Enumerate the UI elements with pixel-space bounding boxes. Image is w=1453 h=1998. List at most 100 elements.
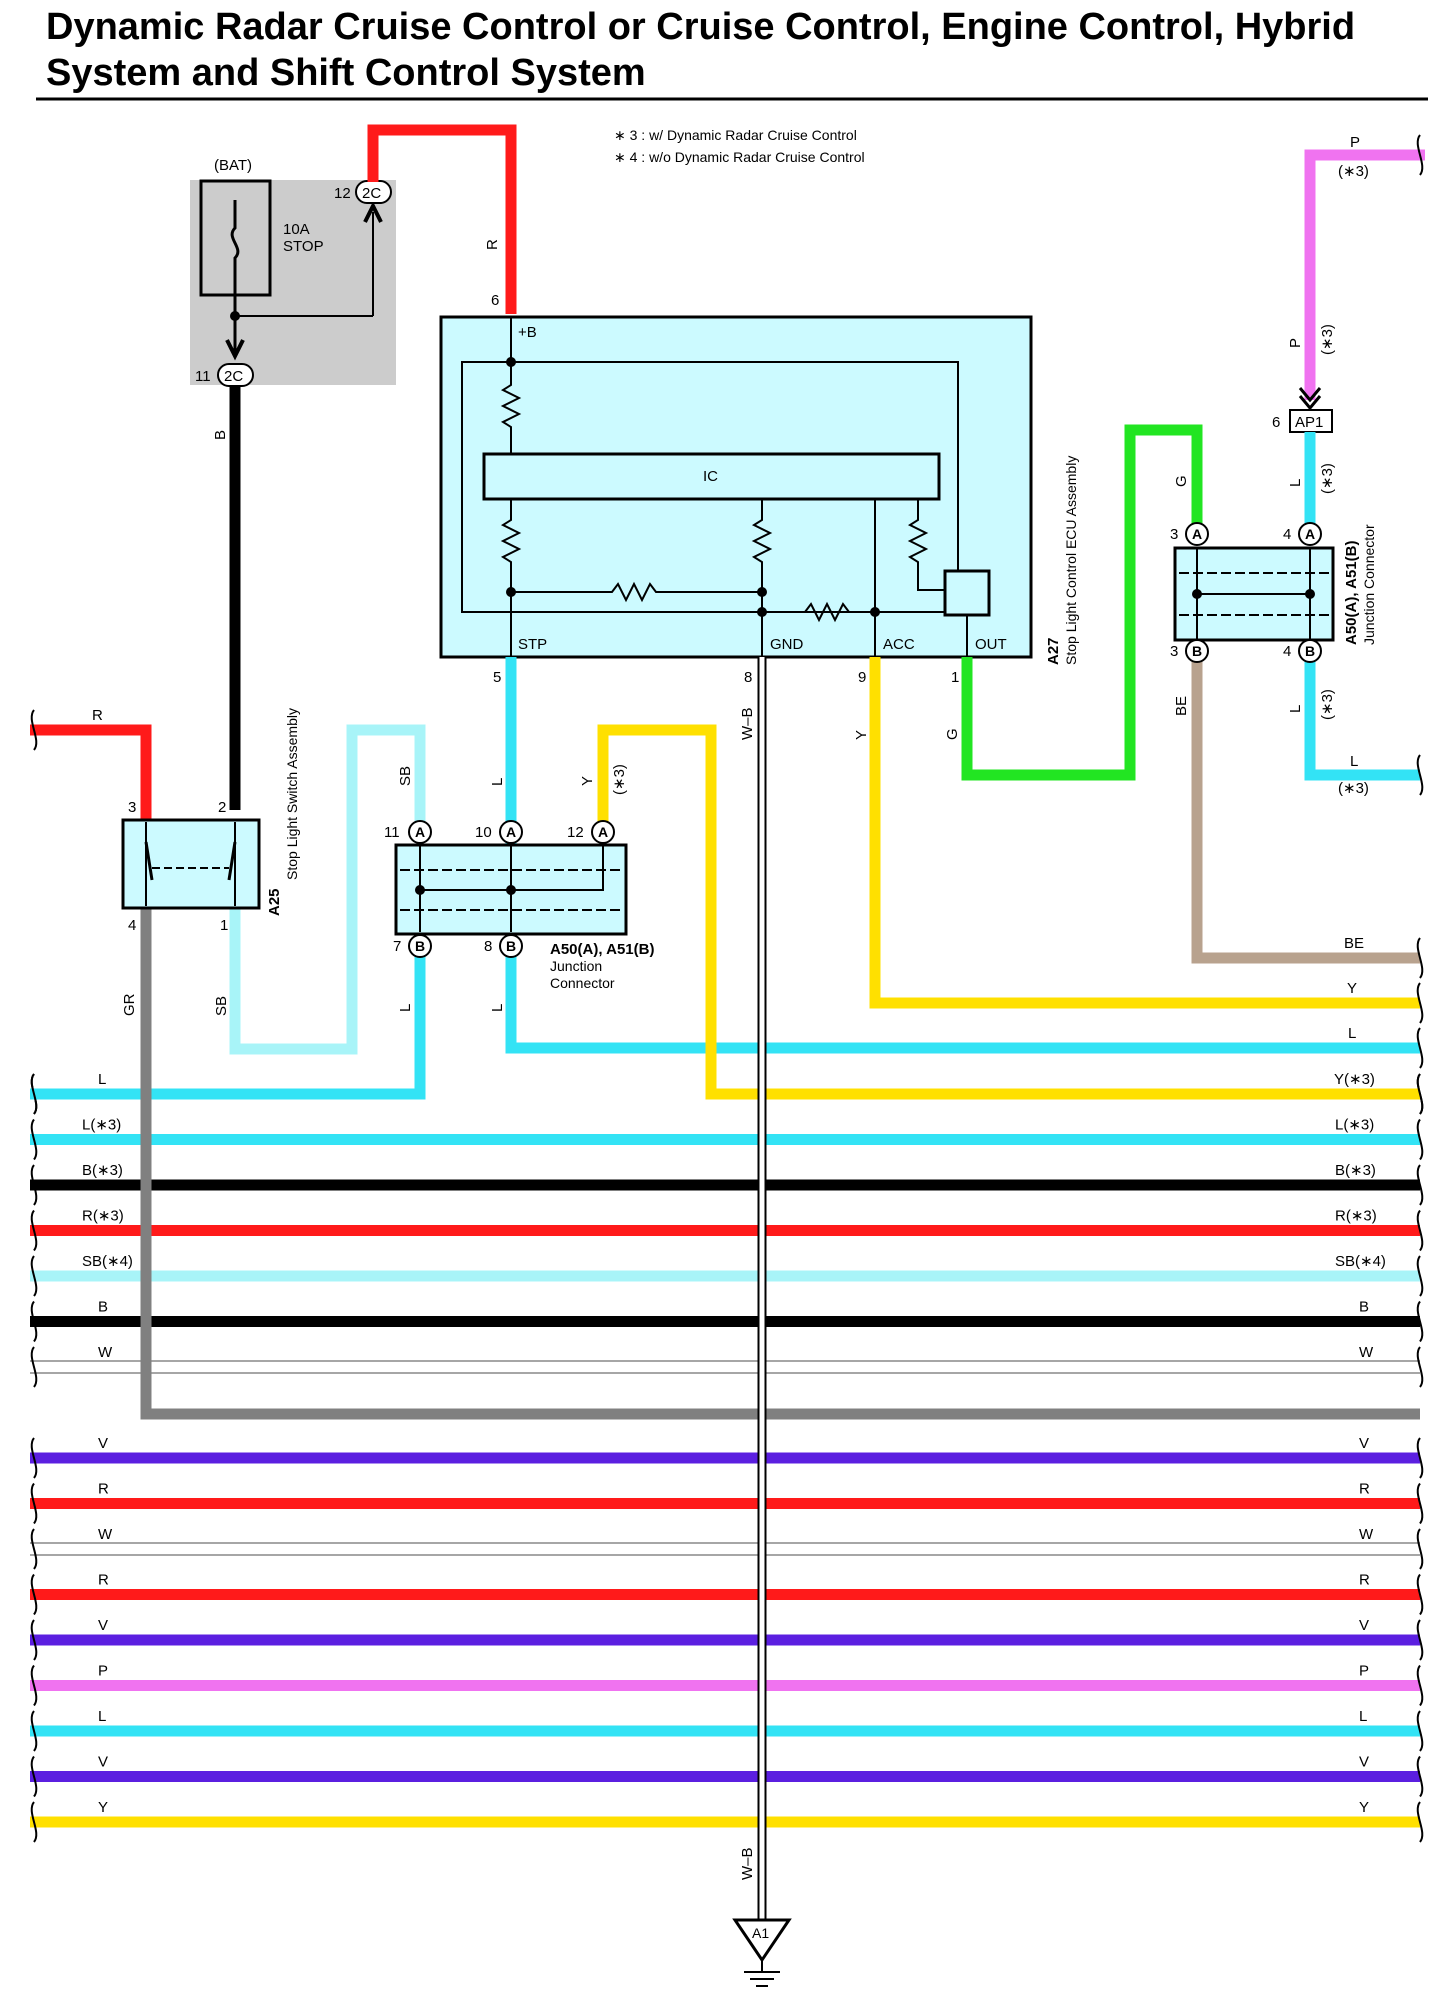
ecu-out-transistor bbox=[943, 569, 991, 617]
bus-label-left: L(∗3) bbox=[82, 1117, 121, 1134]
break-mark-icon bbox=[1416, 1164, 1424, 1206]
wire-p-label-side: P bbox=[1287, 338, 1304, 348]
ecu-pin-stp: 5 bbox=[493, 669, 501, 686]
jc-right-letter: B bbox=[1192, 643, 1202, 659]
ecu-node bbox=[506, 587, 516, 597]
connector-2c-top-pin: 12 bbox=[334, 185, 351, 202]
wire-g-label-out: G bbox=[944, 728, 961, 740]
break-mark-icon bbox=[1416, 1573, 1424, 1616]
resistor-icon bbox=[500, 499, 522, 657]
bus-label-left: W bbox=[98, 1526, 113, 1543]
break-mark-icon bbox=[1416, 982, 1424, 1024]
break-mark-icon bbox=[1416, 1619, 1424, 1661]
jc-right-pin-number: 3 bbox=[1170, 526, 1178, 543]
wire-sb-label-top: SB bbox=[397, 766, 414, 786]
break-mark-icon bbox=[30, 1573, 38, 1616]
break-mark-icon bbox=[30, 1164, 38, 1206]
page-title: Dynamic Radar Cruise Control or Cruise C… bbox=[46, 4, 1446, 96]
jc-left-line1: Junction bbox=[550, 958, 602, 974]
bus-label-left: R bbox=[98, 1572, 109, 1589]
ecu-node bbox=[757, 587, 767, 597]
bus-label-right: Y bbox=[1359, 1799, 1369, 1816]
wire-p-star-top: (∗3) bbox=[1338, 163, 1369, 180]
jc-left-pin-a bbox=[408, 820, 432, 844]
jc-left-letter: A bbox=[506, 824, 516, 840]
wire-gr-label: GR bbox=[121, 993, 138, 1016]
break-mark-icon bbox=[1416, 1073, 1424, 1115]
bus-label-right: V bbox=[1359, 1754, 1369, 1771]
connector-2c-bottom-label: 2C bbox=[224, 368, 243, 385]
break-mark-icon bbox=[30, 1346, 38, 1388]
jc-right-letter: A bbox=[1305, 526, 1315, 542]
right-label-y3: Y(∗3) bbox=[1334, 1071, 1375, 1088]
switch-pin-2: 2 bbox=[218, 799, 226, 816]
break-mark-icon bbox=[30, 1801, 38, 1843]
bus-label-right: P bbox=[1359, 1663, 1369, 1680]
bus-label-left: W bbox=[98, 1344, 113, 1361]
jc-left-pin-number: 8 bbox=[484, 938, 492, 955]
bus-label-right: L(∗3) bbox=[1335, 1117, 1374, 1134]
connector-ap1-label: AP1 bbox=[1295, 414, 1323, 431]
jc-right-pins: A A B B 3 4 3 4 bbox=[1170, 522, 1322, 663]
break-mark-icon bbox=[1416, 754, 1424, 796]
jc-left-letter: B bbox=[415, 938, 425, 954]
jc-right-pin-number: 3 bbox=[1170, 643, 1178, 660]
wire-y-label-jc: Y bbox=[579, 776, 596, 786]
jc-right-pin-b bbox=[1185, 639, 1209, 663]
break-mark-icon bbox=[1416, 1755, 1424, 1798]
wire-l-star-right: (∗3) bbox=[1319, 689, 1336, 720]
wire-l-star-ap1: (∗3) bbox=[1319, 463, 1336, 494]
ground-symbol-icon bbox=[732, 1918, 792, 1963]
break-mark-icon bbox=[1416, 1346, 1424, 1388]
wire-l-label-stp: L bbox=[489, 778, 506, 786]
wire-l-label-jc8: L bbox=[489, 1004, 506, 1012]
jc-left-pin-number: 11 bbox=[384, 824, 400, 841]
ecu-pin-out: 1 bbox=[951, 669, 959, 686]
right-label-y: Y bbox=[1347, 980, 1357, 997]
fuse-box-area bbox=[190, 180, 396, 385]
bus-label-right: V bbox=[1359, 1617, 1369, 1634]
connector-arrow-icon bbox=[1298, 387, 1322, 411]
bus-label-left: R(∗3) bbox=[82, 1208, 124, 1225]
resistor-icon bbox=[500, 362, 522, 455]
break-mark-icon bbox=[30, 1437, 38, 1479]
jc-right-pin-a bbox=[1185, 522, 1209, 546]
fuse-bat-label: (BAT) bbox=[214, 157, 252, 174]
break-mark-icon bbox=[1416, 1255, 1424, 1297]
wire-l-stp bbox=[505, 657, 1420, 1054]
title-line-1: Dynamic Radar Cruise Control or Cruise C… bbox=[46, 6, 1356, 48]
wire-l-label-right-end: L bbox=[1350, 753, 1358, 770]
bus-lines: L(∗3)L(∗3)B(∗3)B(∗3)R(∗3)R(∗3)SB(∗4)SB(∗… bbox=[30, 1071, 1424, 1843]
wire-be-label: BE bbox=[1173, 696, 1190, 716]
jc-left-pin-b bbox=[408, 934, 432, 958]
jc-right-code: A50(A), A51(B) bbox=[1343, 541, 1360, 645]
ecu-term-acc: ACC bbox=[883, 636, 915, 653]
bus-label-left: SB(∗4) bbox=[82, 1253, 133, 1270]
break-mark-icon bbox=[30, 1619, 38, 1661]
wire-r-plus-b bbox=[367, 124, 517, 314]
wire-l-jc bbox=[30, 944, 426, 1100]
wire-sb-switch bbox=[229, 724, 426, 1055]
jc-left-letter: A bbox=[415, 824, 425, 840]
jc-left-pin-number: 7 bbox=[393, 938, 401, 955]
connector-arrow-icon bbox=[363, 201, 383, 223]
break-mark-icon bbox=[30, 1482, 38, 1525]
connector-arrow-icon bbox=[225, 339, 245, 361]
switch-name: Stop Light Switch Assembly bbox=[284, 708, 300, 880]
break-mark-icon bbox=[1416, 1209, 1424, 1252]
ecu-name: Stop Light Control ECU Assembly bbox=[1063, 456, 1079, 665]
bus-label-right: W bbox=[1359, 1526, 1374, 1543]
bus-label-left: V bbox=[98, 1435, 108, 1452]
jc-left-node bbox=[506, 885, 516, 895]
bus-label-left: V bbox=[98, 1754, 108, 1771]
bus-label-left: B bbox=[98, 1299, 108, 1316]
jc-left-pin-number: 10 bbox=[475, 824, 492, 841]
jc-right-pin-number: 4 bbox=[1283, 526, 1291, 543]
jc-right-name: Junction Connector bbox=[1361, 524, 1377, 645]
wire-p bbox=[1304, 149, 1425, 400]
wire-be bbox=[1191, 660, 1420, 964]
stop-light-switch bbox=[121, 818, 261, 910]
ecu-pin-plus-b: 6 bbox=[491, 292, 499, 309]
jc-right-pin-a bbox=[1298, 522, 1322, 546]
